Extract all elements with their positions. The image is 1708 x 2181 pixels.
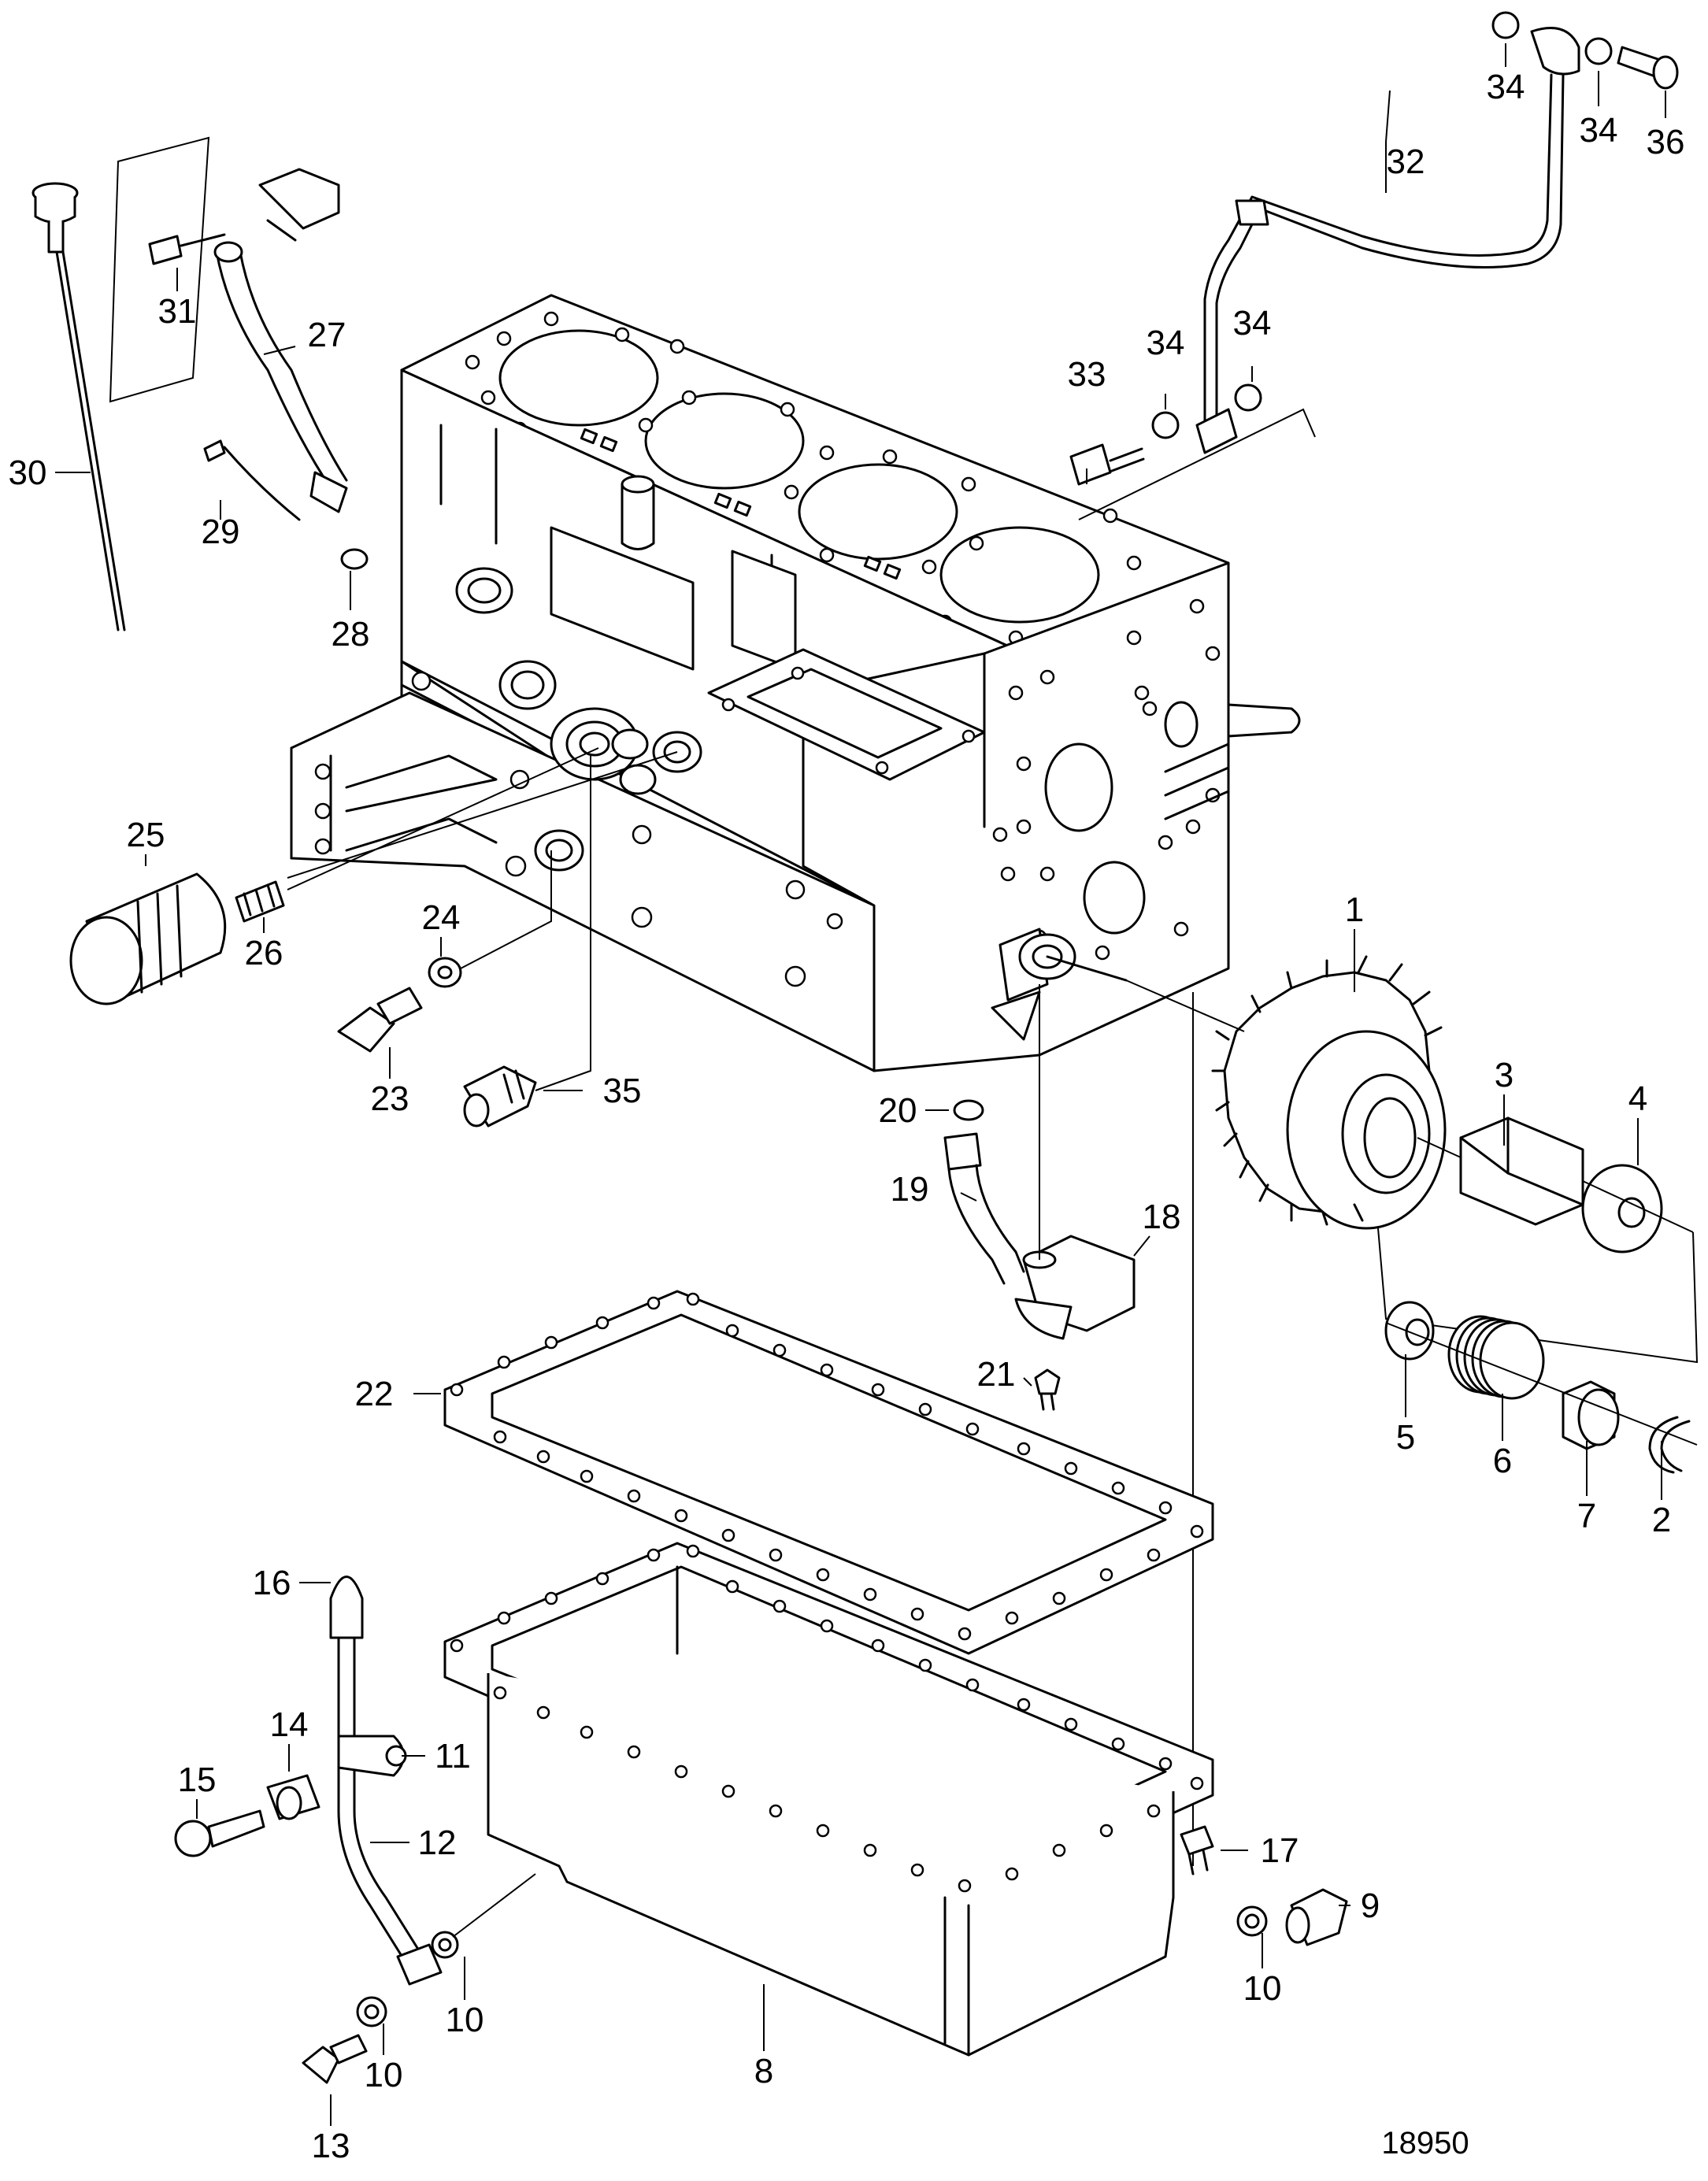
oil-pipe: [1195, 27, 1580, 454]
callout-13: 13: [312, 2127, 350, 2165]
callout-21: 21: [977, 1355, 1016, 1394]
callout-17: 17: [1261, 1831, 1299, 1870]
callout-10-drain: 10: [1243, 1969, 1282, 2008]
callout-20: 20: [879, 1091, 917, 1130]
callout-14: 14: [270, 1705, 309, 1744]
tube-clip: [203, 439, 301, 521]
drawing-number: 18950: [1381, 2126, 1469, 2161]
engine-block: [290, 294, 1301, 1072]
callout-33: 33: [1068, 355, 1106, 394]
spring-6: [1447, 1315, 1545, 1400]
callout-12: 12: [418, 1824, 457, 1862]
oil-pump-gear: [1211, 955, 1447, 1230]
callout-labels: 1 2 3 4 5 6 7 8 9 10 10 10 11 12 13 14 1…: [9, 68, 1685, 2165]
drain-plug-9: [1285, 1888, 1348, 1946]
filter-nipple: [235, 880, 285, 923]
pump-rotor-3: [1459, 1116, 1584, 1226]
washer-10-left: [356, 1931, 459, 2027]
callout-26: 26: [245, 934, 283, 972]
callout-16: 16: [253, 1564, 291, 1602]
suction-pipe-19: [943, 1132, 1025, 1285]
circlip-2: [1648, 1416, 1691, 1474]
banjo-bolt-33: [1069, 443, 1145, 486]
callout-5: 5: [1396, 1418, 1415, 1457]
gasket-bolt-holes: [450, 1292, 1204, 1641]
callout-2: 2: [1652, 1501, 1671, 1539]
callout-31: 31: [158, 292, 197, 331]
callout-10-bolt: 10: [365, 2056, 403, 2094]
plug-35: [463, 1065, 537, 1128]
callout-18: 18: [1143, 1198, 1181, 1236]
callout-29: 29: [202, 513, 240, 551]
callout-27: 27: [308, 316, 346, 354]
bolt-17: [1180, 1825, 1214, 1876]
washer-24: [428, 957, 462, 988]
callout-11: 11: [435, 1737, 471, 1776]
bolt-21: [1034, 1368, 1061, 1411]
callout-34-a: 34: [1147, 324, 1185, 362]
callout-36: 36: [1647, 123, 1685, 161]
callout-9: 9: [1361, 1887, 1380, 1925]
callout-34-d: 34: [1580, 111, 1618, 150]
leader-lines: [55, 43, 1666, 2126]
callout-6: 6: [1493, 1442, 1512, 1480]
oil-pan-gasket: [443, 1290, 1214, 1655]
plug-23: [337, 987, 423, 1053]
gear-teeth: [1211, 955, 1443, 1226]
o-ring-28: [340, 548, 369, 570]
o-ring-20: [953, 1099, 984, 1121]
callout-28: 28: [332, 615, 370, 654]
valve-plug-7: [1562, 1380, 1620, 1450]
strainer-18: [1014, 1235, 1136, 1340]
pan-bolt-holes: [450, 1544, 1204, 1893]
callout-34-c: 34: [1487, 68, 1525, 106]
callout-4: 4: [1628, 1079, 1647, 1118]
oil-filter-mount: [498, 660, 702, 872]
banjo-bolt-36: [1617, 46, 1679, 90]
coolant-ports: [580, 428, 902, 580]
callout-8: 8: [754, 2052, 773, 2090]
dipstick: [31, 182, 126, 631]
callout-19: 19: [891, 1170, 929, 1209]
cap-16: [329, 1576, 364, 1639]
callout-35: 35: [603, 1072, 642, 1110]
callout-3: 3: [1495, 1056, 1513, 1094]
sealing-washers-34: [1151, 11, 1613, 439]
callout-30: 30: [9, 454, 47, 492]
callout-15: 15: [178, 1761, 217, 1799]
washer-10-drain: [1236, 1905, 1268, 1937]
callout-22: 22: [355, 1375, 394, 1413]
callout-23: 23: [371, 1079, 409, 1118]
callout-7: 7: [1577, 1497, 1596, 1535]
oil-filter: [69, 872, 227, 1005]
callout-1: 1: [1345, 891, 1364, 929]
drain-pipe-12: [337, 1636, 443, 1986]
nipple-14: [266, 1774, 320, 1820]
dipstick-tube: [213, 168, 348, 513]
front-face-holes: [992, 598, 1221, 961]
pump-cover-4: [1581, 1164, 1663, 1253]
oil-pan: [443, 1542, 1214, 2057]
washer-5: [1384, 1301, 1435, 1361]
bolt-13: [302, 2034, 368, 2084]
callout-24: 24: [422, 898, 461, 937]
callout-10-pan: 10: [446, 2001, 484, 2039]
callout-32: 32: [1387, 143, 1425, 181]
callout-25: 25: [127, 816, 165, 854]
callout-34-b: 34: [1233, 304, 1272, 343]
bolt-15: [174, 1809, 265, 1857]
dipstick-bracket-bolt: [148, 233, 226, 265]
